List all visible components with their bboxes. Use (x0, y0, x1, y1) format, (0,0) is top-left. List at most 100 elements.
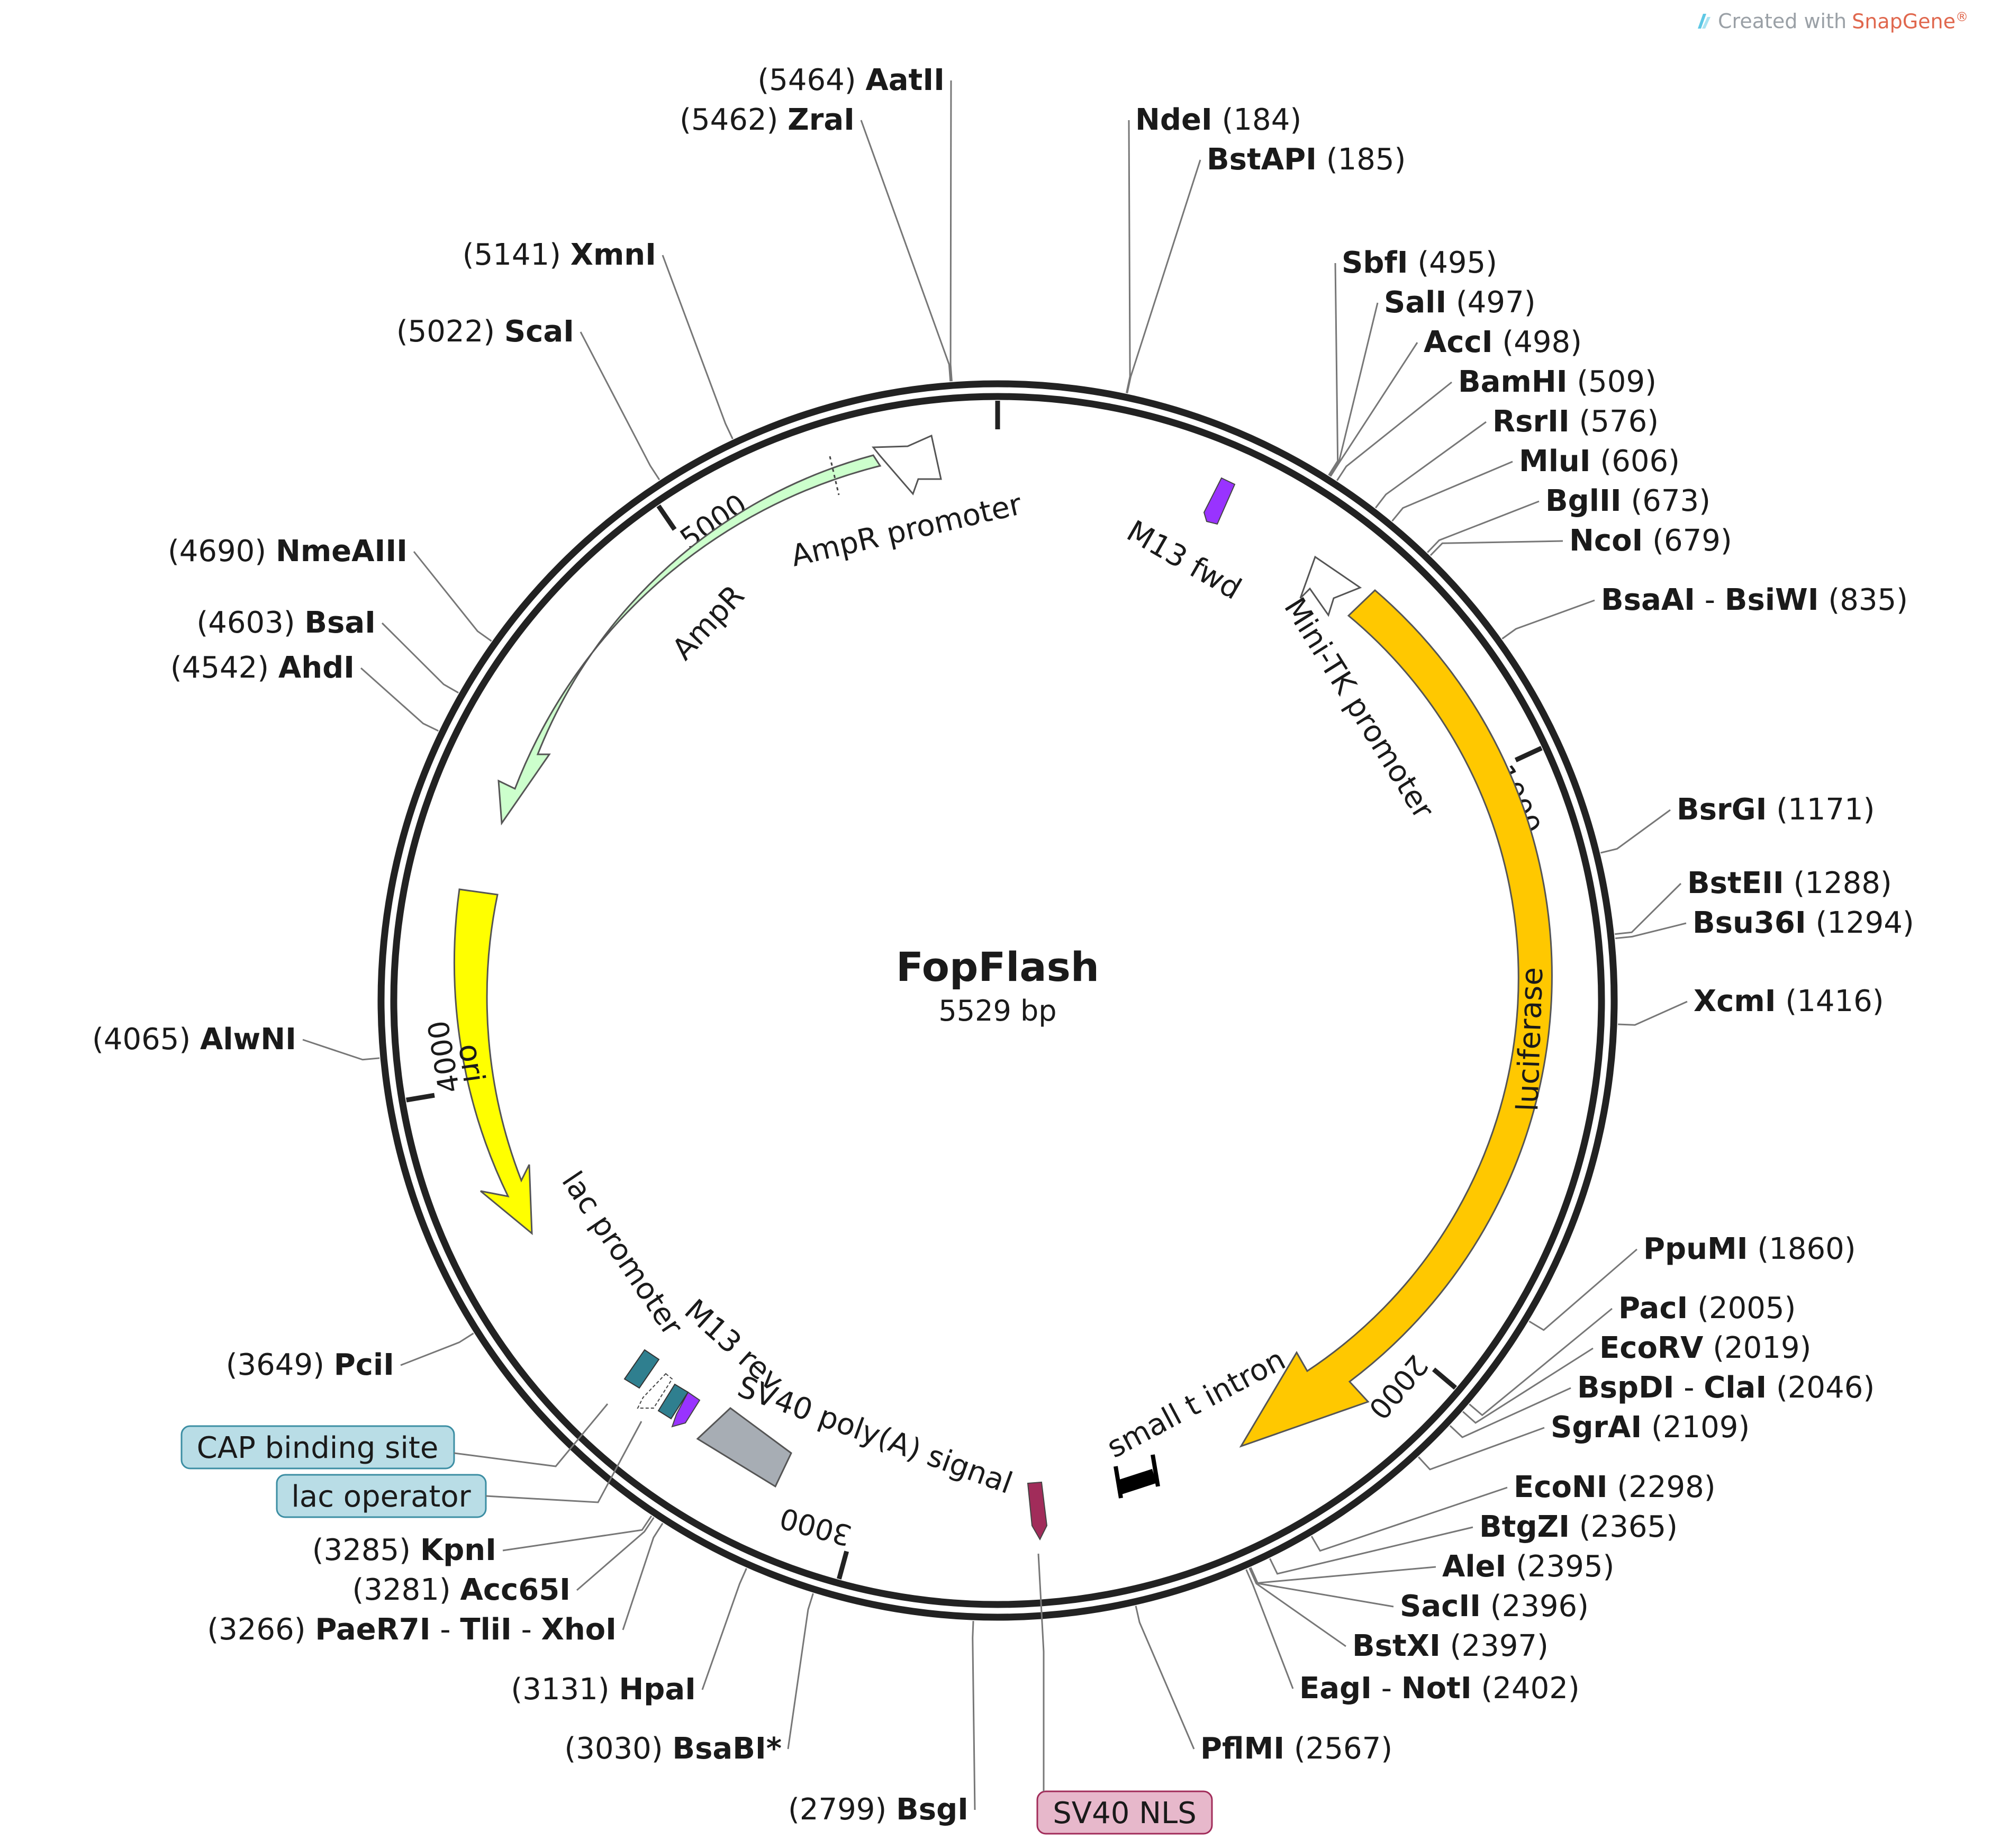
restriction-site-label[interactable]: AccI (498) (1424, 325, 1582, 359)
restriction-site-label[interactable]: (4542) AhdI (170, 651, 355, 685)
enzyme-name: BspDI (1577, 1371, 1674, 1405)
site-position: (4690) (168, 534, 276, 569)
credit-brand-name: SnapGene (1852, 10, 1956, 33)
restriction-site-label[interactable]: PpuMI (1860) (1643, 1232, 1856, 1266)
site-position: (679) (1643, 524, 1732, 558)
restriction-site-label[interactable]: (5022) ScaI (396, 314, 574, 349)
restriction-site-label[interactable]: AleI (2395) (1442, 1549, 1614, 1584)
cap-binding-site-leader (454, 1403, 609, 1467)
restriction-site-label[interactable]: EagI - NotI (2402) (1299, 1671, 1580, 1706)
feature-luciferase[interactable] (1239, 589, 1553, 1448)
enzyme-name: KpnI (420, 1533, 496, 1567)
restriction-site-label[interactable]: (3281) Acc65I (352, 1573, 571, 1607)
feature-small-t-intron[interactable] (1114, 1454, 1160, 1499)
restriction-site-label[interactable]: (4603) BsaI (196, 606, 376, 640)
restriction-site-label[interactable]: BglII (673) (1545, 484, 1711, 518)
feature-sv40-polya[interactable] (696, 1407, 792, 1488)
ampr-promoter-arrow (871, 434, 942, 495)
feature-ori[interactable] (453, 888, 533, 1236)
feature-sv40-nls[interactable] (1027, 1481, 1048, 1541)
restriction-site-label[interactable]: (2799) BsgI (788, 1792, 969, 1827)
m13-rev-arrow (671, 1391, 701, 1428)
restriction-site-label[interactable]: (5462) ZraI (680, 103, 855, 137)
restriction-site-labels: (5464) AatII (5462) ZraI NdeI (184) BstAPI … (92, 63, 1914, 1827)
restriction-site-label[interactable]: RsrII (576) (1492, 404, 1659, 439)
cap-binding-site-callout[interactable]: CAP binding site (180, 1403, 609, 1470)
feature-ampr-promoter[interactable] (829, 434, 942, 495)
site-position: (4065) (92, 1022, 200, 1057)
restriction-site-label[interactable]: (4690) NmeAIII (168, 534, 408, 569)
enzyme-name: BstEII (1687, 866, 1784, 900)
tick-mark (837, 1550, 849, 1580)
feature-lac-promoter[interactable] (637, 1373, 673, 1409)
restriction-site-label[interactable]: BstXI (2397) (1352, 1629, 1549, 1663)
enzyme-name: BtgZI (1479, 1510, 1570, 1544)
restriction-site-label[interactable]: BstEII (1288) (1687, 866, 1892, 900)
feature-cap-binding-site[interactable] (623, 1349, 660, 1389)
restriction-site-label[interactable]: (5141) XmnI (463, 238, 656, 272)
restriction-site-label[interactable]: (3285) KpnI (312, 1533, 496, 1567)
restriction-site-label[interactable]: SalI (497) (1384, 285, 1536, 320)
enzyme-name: Bsu36I (1693, 906, 1806, 940)
site-position: (1294) (1806, 906, 1914, 940)
site-position: (4603) (196, 606, 304, 640)
restriction-site-label[interactable]: BtgZI (2365) (1479, 1510, 1678, 1544)
site-leader (1135, 1606, 1195, 1750)
tick-mark (1432, 1367, 1458, 1390)
site-separator: - (1674, 1371, 1704, 1405)
restriction-site-label[interactable]: (3266) PaeR7I - TliI - XhoI (207, 1612, 617, 1647)
enzyme-name: BstXI (1352, 1629, 1441, 1663)
restriction-site-label[interactable]: (3030) BsaBI* (564, 1732, 782, 1766)
restriction-site-label[interactable]: (4065) AlwNI (92, 1022, 296, 1057)
restriction-site-label[interactable]: SgrAI (2109) (1551, 1410, 1750, 1445)
restriction-site-label[interactable]: BstAPI (185) (1207, 142, 1406, 177)
feature-m13-fwd[interactable] (1203, 477, 1236, 525)
restriction-site-label[interactable]: (3649) PciI (226, 1348, 394, 1382)
site-position: (1171) (1767, 792, 1875, 827)
ori-arrow (453, 888, 533, 1236)
restriction-site-label[interactable]: Bsu36I (1294) (1693, 906, 1914, 940)
restriction-site-label[interactable]: (5464) AatII (757, 63, 945, 97)
site-leader (1126, 120, 1131, 393)
feature-mini-tk-promoter[interactable] (1299, 555, 1362, 617)
site-leader (1329, 342, 1418, 477)
restriction-site-label[interactable]: (3131) HpaI (511, 1672, 696, 1707)
enzyme-name: EagI (1299, 1671, 1372, 1706)
restriction-site-label[interactable]: PacI (2005) (1618, 1291, 1796, 1326)
restriction-site-label[interactable]: PflMI (2567) (1200, 1732, 1392, 1766)
site-leader (502, 1515, 653, 1552)
lac-operator-callout[interactable]: lac operator (276, 1421, 642, 1518)
site-position: (2365) (1570, 1510, 1678, 1544)
restriction-site-label[interactable]: BsaAI - BsiWI (835) (1601, 583, 1908, 617)
site-leader (1418, 1427, 1545, 1471)
enzyme-name: SgrAI (1551, 1410, 1642, 1445)
sv40-nls-arrow (1027, 1481, 1048, 1541)
credit-prefix: Created with (1718, 10, 1847, 33)
site-leader (622, 1522, 664, 1630)
restriction-site-label[interactable]: MluI (606) (1519, 444, 1680, 479)
sv40-polya-box (696, 1407, 792, 1488)
site-leader (1449, 1387, 1571, 1438)
restriction-site-label[interactable]: XcmI (1416) (1694, 984, 1884, 1018)
sv40-nls-callout[interactable]: SV40 NLS (1036, 1553, 1213, 1835)
site-position: (576) (1570, 404, 1659, 439)
enzyme-name: AhdI (278, 651, 355, 685)
restriction-site-label[interactable]: EcoRV (2019) (1599, 1331, 1811, 1365)
restriction-site-label[interactable]: NdeI (184) (1135, 103, 1301, 137)
restriction-site-label[interactable]: BsrGI (1171) (1677, 792, 1875, 827)
restriction-site-label[interactable]: NcoI (679) (1569, 524, 1732, 558)
site-position: (509) (1568, 365, 1657, 399)
m13-fwd-arrow (1203, 477, 1236, 525)
restriction-site-label[interactable]: BspDI - ClaI (2046) (1577, 1371, 1875, 1405)
feature-ampr[interactable] (497, 454, 882, 826)
restriction-site-label[interactable]: EcoNI (2298) (1514, 1470, 1716, 1504)
restriction-site-label[interactable]: BamHI (509) (1458, 365, 1657, 399)
sv40-nls-badge (1036, 1790, 1213, 1835)
feature-lac-operator[interactable] (657, 1383, 689, 1420)
restriction-site-label[interactable]: SbfI (495) (1342, 246, 1497, 280)
feature-m13-rev[interactable] (671, 1391, 701, 1428)
luciferase-arrow (1239, 589, 1553, 1448)
site-position: (2046) (1767, 1371, 1875, 1405)
enzyme-name: HpaI (619, 1672, 696, 1707)
restriction-site-label[interactable]: SacII (2396) (1400, 1589, 1589, 1624)
